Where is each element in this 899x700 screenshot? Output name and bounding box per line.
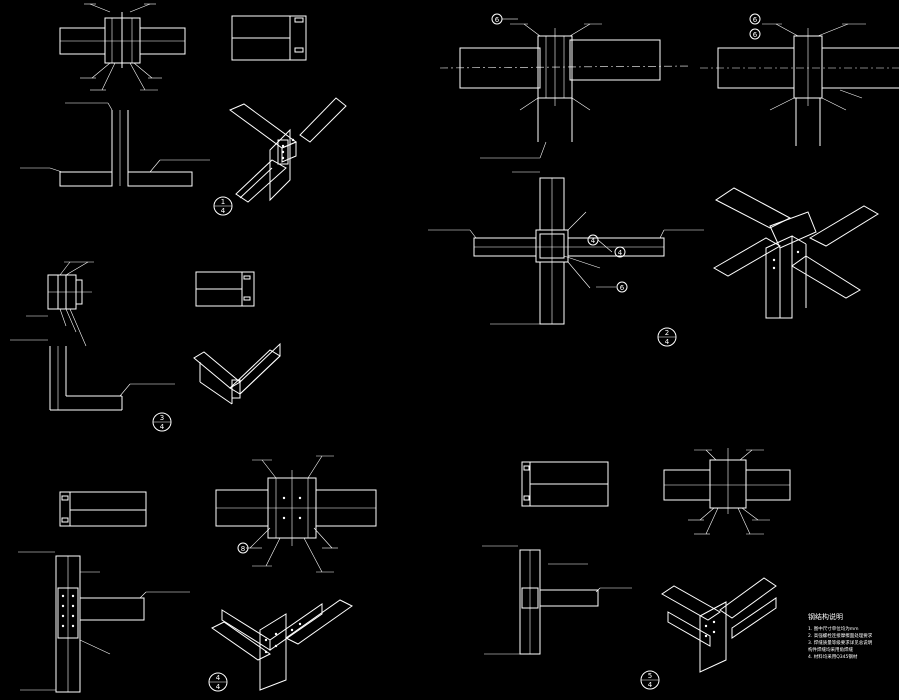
svg-text:8: 8 xyxy=(241,545,245,553)
svg-text:6: 6 xyxy=(495,16,500,24)
detail-4-section xyxy=(59,491,147,527)
svg-text:4: 4 xyxy=(216,683,221,691)
svg-text:4: 4 xyxy=(221,207,226,215)
detail-5-plan xyxy=(663,448,791,535)
detail-2-cross-plan xyxy=(428,171,704,325)
detail-2-plan-a xyxy=(439,23,691,159)
notes-line: 4. 材料均采用Q345钢材 xyxy=(808,655,858,660)
svg-text:6: 6 xyxy=(620,284,625,292)
svg-text:2: 2 xyxy=(665,329,669,337)
detail-1-section xyxy=(231,15,307,61)
detail-3-plan xyxy=(26,261,94,347)
detail-1-plan xyxy=(59,3,186,91)
notes-line: 构件焊缝均采用角焊缝 xyxy=(808,648,853,653)
detail-1-elevation xyxy=(20,102,210,187)
detail-1: 1 4 xyxy=(20,3,347,216)
detail-1-3d xyxy=(228,97,347,203)
svg-text:4: 4 xyxy=(665,338,670,346)
detail-number-2: 2 4 xyxy=(657,327,677,347)
svg-text:4: 4 xyxy=(160,423,165,431)
svg-text:3: 3 xyxy=(160,414,164,422)
svg-text:1: 1 xyxy=(221,198,225,206)
detail-number-3: 3 4 xyxy=(152,412,172,432)
notes-line: 1. 图中尺寸单位均为mm xyxy=(808,627,859,632)
detail-3-section xyxy=(195,271,255,307)
detail-2: 6 6 6 xyxy=(428,13,899,347)
detail-5-3d xyxy=(661,577,777,673)
detail-number-5: 5 4 xyxy=(640,670,660,690)
notes-title: 钢结构说明 xyxy=(808,613,843,621)
detail-4-elevation xyxy=(18,551,190,693)
svg-text:4: 4 xyxy=(216,674,221,682)
detail-3-elevation xyxy=(10,339,175,411)
detail-2-3d xyxy=(712,187,879,319)
detail-4: 8 xyxy=(18,455,377,693)
detail-2-plan-b xyxy=(700,23,899,146)
svg-text:4: 4 xyxy=(591,237,596,245)
notes-line: 3. 焊缝质量等级要求详见总说明 xyxy=(808,641,873,646)
weld-symbol-6-b: 6 6 xyxy=(749,13,761,40)
weld-symbol-8: 8 xyxy=(237,542,249,554)
notes-line: 2. 高强螺栓连接摩擦面处理要求 xyxy=(808,634,873,639)
detail-3-3d xyxy=(193,342,281,405)
detail-number-1: 1 4 xyxy=(213,196,233,216)
general-notes: 钢结构说明 1. 图中尺寸单位均为mm 2. 高强螺栓连接摩擦面处理要求 3. … xyxy=(808,612,898,661)
detail-number-4: 4 4 xyxy=(208,672,228,692)
svg-text:6: 6 xyxy=(753,16,758,24)
weld-symbol-4-a: 4 4 6 xyxy=(587,234,628,293)
detail-5-section xyxy=(521,461,609,507)
svg-text:4: 4 xyxy=(648,681,653,689)
detail-4-plan xyxy=(215,455,377,573)
detail-3: 3 4 xyxy=(10,261,281,432)
detail-4-3d xyxy=(211,599,353,691)
svg-text:6: 6 xyxy=(753,31,758,39)
weld-symbol-6-a: 6 xyxy=(491,13,518,25)
svg-text:5: 5 xyxy=(648,672,652,680)
detail-5: 5 4 xyxy=(482,448,791,690)
svg-text:4: 4 xyxy=(618,249,623,257)
detail-5-elevation xyxy=(482,545,632,655)
